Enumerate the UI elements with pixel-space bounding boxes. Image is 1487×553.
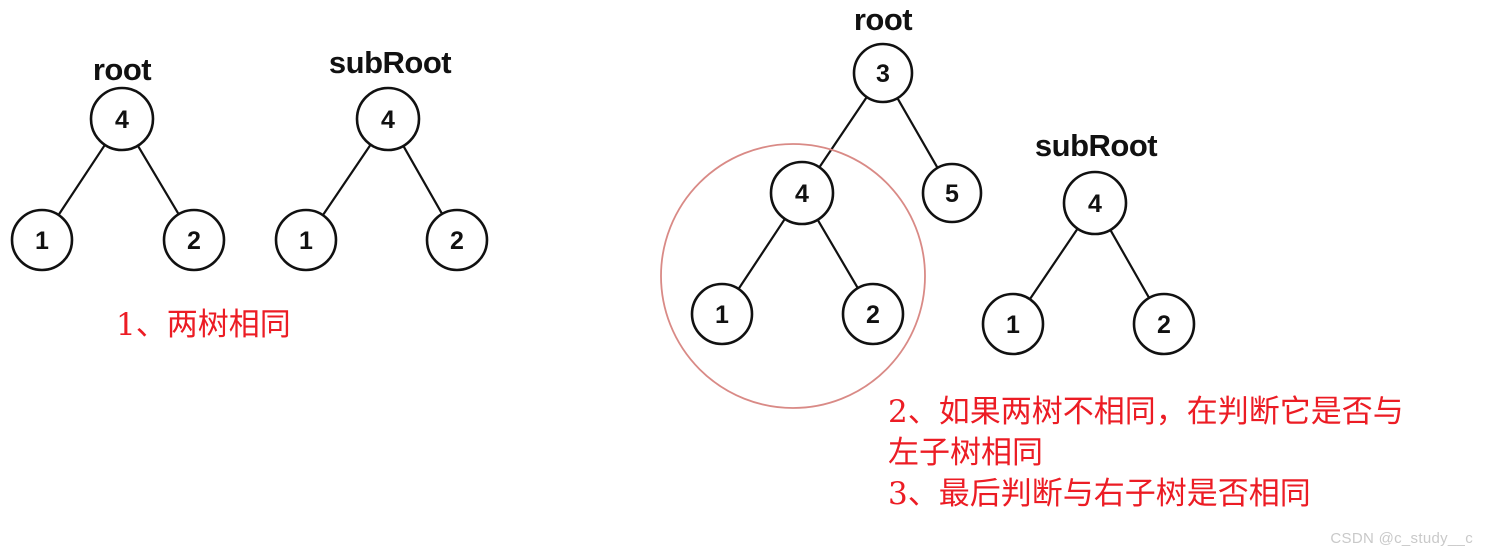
node-value: 1	[1006, 311, 1020, 339]
node-circle	[981, 292, 1045, 356]
tree-node: 1	[274, 208, 338, 272]
tree-node: 1	[10, 208, 74, 272]
tree-node: 4	[1062, 170, 1128, 236]
right-root-label: root	[853, 2, 913, 37]
node-circle	[10, 208, 74, 272]
tree-edge	[401, 143, 445, 217]
node-value: 2	[1157, 311, 1171, 339]
annotation-steps-2-3: 2、如果两树不相同，在判断它是否与 左子树相同 3、最后判断与右子树是否相同	[888, 392, 1487, 515]
node-value: 4	[795, 180, 809, 208]
tree-edge	[815, 216, 860, 291]
node-circle	[274, 208, 338, 272]
node-value: 3	[876, 60, 890, 88]
tree-node: 1	[981, 292, 1045, 356]
tree-edge	[1108, 227, 1152, 301]
node-value: 2	[450, 227, 464, 255]
annotation-step-2-line-1: 2、如果两树不相同，在判断它是否与	[888, 394, 1404, 430]
subtree-highlight-circle	[660, 143, 926, 409]
tree-edge	[135, 142, 181, 218]
node-value: 4	[115, 106, 129, 134]
tree-edge	[1027, 225, 1080, 302]
tree-node: 4	[355, 86, 421, 152]
tree-node: 2	[1132, 292, 1196, 356]
node-circle	[162, 208, 226, 272]
node-circle	[852, 42, 914, 104]
node-value: 2	[866, 301, 880, 329]
node-value: 1	[299, 227, 313, 255]
node-circle	[690, 282, 754, 346]
tree-node: 2	[425, 208, 489, 272]
tree-edge	[320, 141, 373, 218]
node-circle	[841, 282, 905, 346]
right-subroot-label: subRoot	[1034, 128, 1158, 163]
tree-node: 4	[89, 86, 155, 152]
left-subroot-label: subRoot	[328, 45, 452, 80]
node-value: 1	[715, 301, 729, 329]
node-value: 2	[187, 227, 201, 255]
tree-node: 4	[769, 160, 835, 226]
highlight-circle-layer	[660, 143, 926, 409]
node-value: 4	[1088, 190, 1102, 218]
tree-edge	[56, 142, 108, 218]
node-circle	[89, 86, 155, 152]
tree-node: 1	[690, 282, 754, 346]
nodes-layer: 4 1 2 4 1 2 3 4 5 1 2 4 1 2	[10, 42, 1196, 356]
node-circle	[1132, 292, 1196, 356]
annotation-step-1: 1、两树相同	[116, 307, 291, 343]
tree-edge	[895, 95, 940, 171]
node-value: 5	[945, 180, 959, 208]
watermark: CSDN @c_study__c	[1330, 530, 1473, 547]
edges-layer	[56, 94, 1152, 302]
node-circle	[921, 162, 983, 224]
annotation-step-3: 3、最后判断与右子树是否相同	[888, 476, 1311, 512]
node-circle	[425, 208, 489, 272]
tree-node: 5	[921, 162, 983, 224]
tree-edge	[736, 216, 788, 292]
node-value: 1	[35, 227, 49, 255]
node-circle	[1062, 170, 1128, 236]
tree-edge	[817, 94, 869, 171]
node-value: 4	[381, 106, 395, 134]
left-root-label: root	[92, 52, 152, 87]
annotation-step-2-line-2: 左子树相同	[888, 435, 1043, 471]
tree-node: 3	[852, 42, 914, 104]
tree-node: 2	[841, 282, 905, 346]
node-circle	[355, 86, 421, 152]
tree-node: 2	[162, 208, 226, 272]
node-circle	[769, 160, 835, 226]
